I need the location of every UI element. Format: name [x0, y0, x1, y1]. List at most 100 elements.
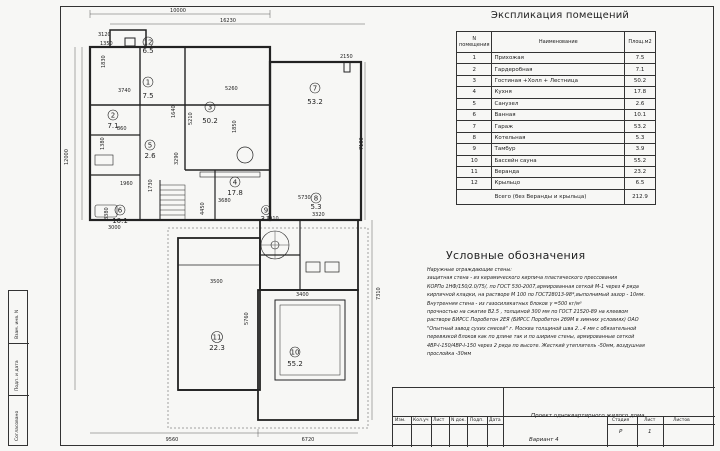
- dim-top-right: 2150: [340, 54, 353, 60]
- legend-note-line: Наружные ограждающие стены:: [427, 267, 512, 273]
- dim-860: 860: [117, 126, 127, 132]
- room-number-1: 1: [146, 79, 150, 87]
- side-label-podp: Подп. и дата: [15, 360, 20, 391]
- tb-header-list: Лист: [433, 418, 445, 423]
- room-number-6: 6: [118, 207, 123, 215]
- room-number-7: 7: [313, 85, 317, 93]
- cell-name: Гостиная +Холл + Лестница: [491, 74, 625, 88]
- legend-note-line: защитная стена - из керамического кирпич…: [427, 275, 618, 282]
- legend-note-line: КОРПо 1НФ/150/2.0/75/, по ГОСТ 530-2007,…: [427, 283, 639, 290]
- cell-area: 7.5: [624, 51, 656, 65]
- room-number-5: 5: [148, 142, 152, 150]
- room-area-11: 22.3: [209, 344, 225, 352]
- side-label-sogl: Согласовано: [15, 410, 20, 441]
- dim-7310: 7310: [376, 287, 382, 300]
- dimension-labels: 10000 16230 1350 3120 2150 12000 9560 67…: [64, 8, 382, 443]
- room-area-8: 5.3: [310, 203, 321, 211]
- stage-header: Стадия: [612, 418, 630, 423]
- dim-1960: 1960: [120, 181, 133, 187]
- legend-notes: Наружные ограждающие стены: защитная стен…: [427, 266, 712, 358]
- header-num: N помещения: [455, 31, 493, 53]
- cell-area: 3.9: [624, 143, 656, 156]
- dim-3320: 3320: [312, 212, 325, 218]
- room-area-3: 50.2: [202, 117, 218, 125]
- cell-num: 9: [455, 143, 493, 156]
- dim-3680: 3680: [218, 198, 231, 204]
- room-area-4: 17.8: [227, 189, 243, 197]
- tb-header-doc: N док.: [451, 418, 466, 423]
- tb-header-izm: Изм.: [395, 418, 406, 423]
- room-number-2: 2: [111, 112, 115, 120]
- room-number-10: 10: [291, 349, 300, 357]
- room-number-11: 11: [213, 334, 222, 342]
- cell-num: 10: [455, 154, 493, 167]
- cell-area: 7.1: [624, 63, 656, 76]
- cell-name: Кухня: [491, 86, 625, 99]
- cell-num: 11: [455, 165, 493, 179]
- total-value: 212.9: [624, 188, 656, 205]
- room-area-6: 10.1: [112, 217, 128, 225]
- dim-top-left-b: 3120: [98, 32, 111, 38]
- cell-name: Бассейн сауна: [491, 154, 625, 167]
- dim-1730: 1730: [148, 179, 154, 192]
- dim-left-total: 12000: [64, 149, 70, 165]
- dim-top-inner: 16230: [220, 18, 236, 24]
- dim-1830: 1830: [101, 55, 107, 68]
- drawing-frame: [60, 6, 714, 446]
- room-number-12: 12: [144, 39, 153, 47]
- dim-4450: 4450: [200, 202, 206, 215]
- cell-area: 50.2: [624, 74, 656, 88]
- cell-num: 7: [455, 120, 493, 133]
- legend-note-line: "Опытный завод сухих смесей" г. Москва т…: [427, 325, 637, 332]
- cell-name: Гараж: [491, 120, 625, 133]
- tb-header-date: Дата: [489, 418, 501, 423]
- variant-label: Вариант 4: [529, 437, 559, 443]
- cell-name: Крыльцо: [491, 177, 625, 190]
- cell-num: 8: [455, 131, 493, 145]
- sheet-value: 1: [648, 429, 652, 435]
- dim-top-left-a: 1350: [100, 41, 113, 47]
- total-label: Всего (без Веранды и крыльца): [456, 188, 625, 205]
- tb-header-podp: Подп.: [470, 418, 484, 423]
- room-area-10: 55.2: [287, 360, 303, 368]
- cell-name: Веранда: [491, 165, 625, 179]
- total-row: Всего (без Веранды и крыльца)212.9: [456, 188, 656, 205]
- cell-num: 3: [455, 74, 493, 88]
- cell-area: 17.8: [624, 86, 656, 99]
- dim-1380: 1380: [100, 137, 106, 150]
- cell-name: Гардеробная: [491, 63, 625, 76]
- legend-title: Условные обозначения: [446, 249, 586, 262]
- cell-area: 6.5: [624, 177, 656, 190]
- legend-note-line: перевязкой блоков как по длине так и по …: [427, 334, 635, 341]
- cell-area: 10.1: [624, 108, 656, 122]
- dim-3500: 3500: [210, 279, 223, 285]
- legend-note-line: прослойка -30мм: [427, 351, 472, 358]
- cell-num: 1: [455, 51, 493, 65]
- legend-note-line: Внутренняя стена - из газосиликатных бло…: [427, 300, 582, 307]
- room-area-5: 2.6: [144, 152, 156, 160]
- dim-3740: 3740: [118, 88, 131, 94]
- room-number-9: 9: [264, 207, 268, 215]
- room-number-8: 8: [314, 195, 318, 203]
- room-area-2: 7.1: [107, 122, 118, 130]
- room-number-4: 4: [233, 179, 238, 187]
- room-area-12: 6.5: [142, 47, 153, 55]
- cell-area: 2.6: [624, 97, 656, 110]
- porch-wall: [109, 29, 147, 48]
- cell-num: 12: [455, 177, 493, 190]
- cell-name: Ванная: [491, 108, 625, 122]
- explication-title: Экспликация помещений: [490, 10, 630, 21]
- tb-header-kol: Кол.уч: [413, 418, 429, 423]
- stage-value: Р: [619, 429, 623, 435]
- dim-3380: 3380: [104, 207, 110, 220]
